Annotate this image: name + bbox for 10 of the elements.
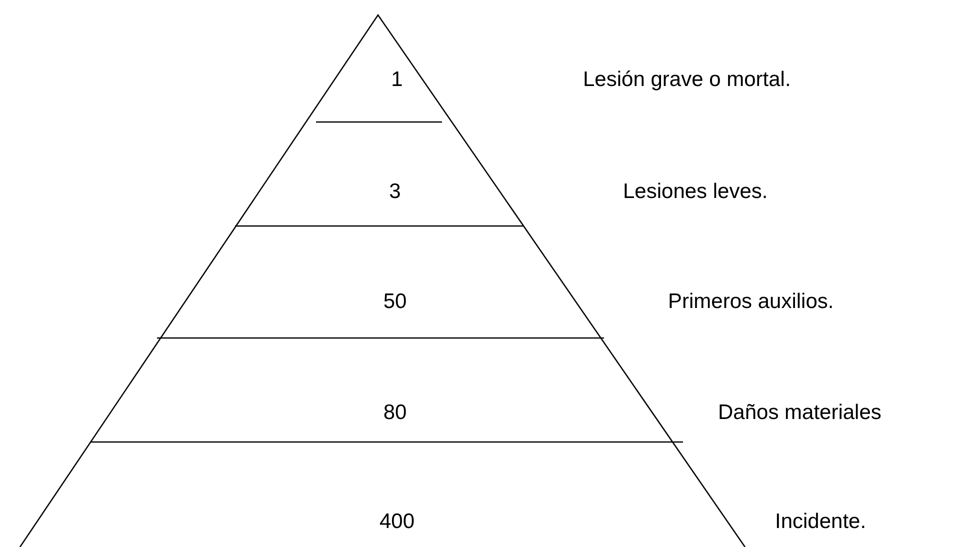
- level-count: 50: [383, 290, 407, 314]
- level-label: Lesión grave o mortal.: [583, 68, 791, 92]
- level-label: Incidente.: [775, 510, 866, 534]
- level-count: 3: [389, 180, 401, 204]
- level-count: 400: [379, 510, 415, 534]
- level-label: Lesiones leves.: [623, 180, 768, 204]
- level-count: 1: [391, 68, 403, 92]
- level-label: Daños materiales: [718, 401, 882, 425]
- level-label: Primeros auxilios.: [668, 290, 834, 314]
- level-count: 80: [383, 401, 407, 425]
